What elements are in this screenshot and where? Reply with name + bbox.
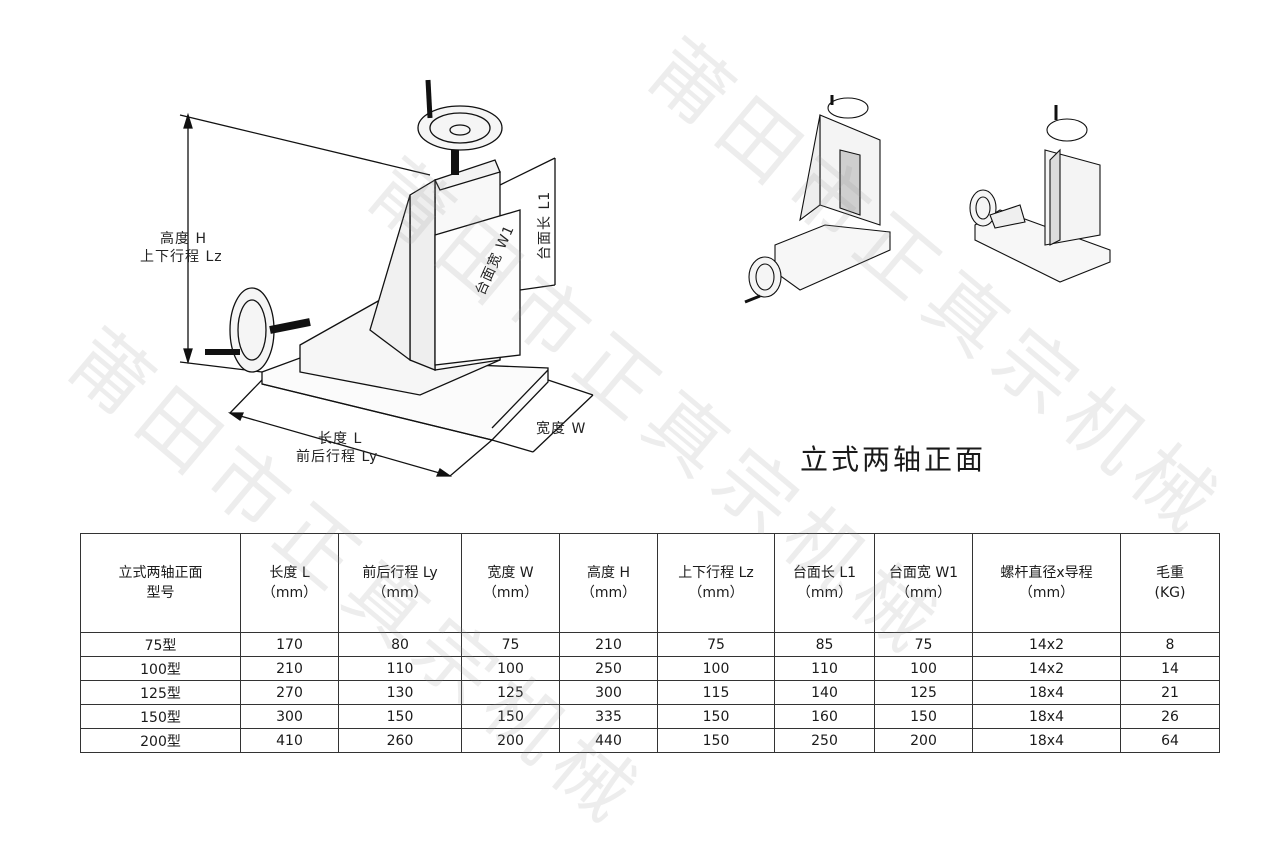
cell: 200 <box>874 728 973 753</box>
header-table-length: 台面长 L1（mm） <box>774 533 875 633</box>
cell: 160 <box>774 704 875 729</box>
cell-model: 150型 <box>80 704 241 729</box>
cell: 150 <box>461 704 560 729</box>
cell: 125 <box>461 680 560 705</box>
cell: 260 <box>338 728 462 753</box>
header-width: 宽度 W（mm） <box>461 533 560 633</box>
cell: 14x2 <box>972 632 1121 657</box>
header-screw: 螺杆直径x导程（mm） <box>972 533 1121 633</box>
header-height: 高度 H（mm） <box>559 533 658 633</box>
view-title: 立式两轴正面 <box>800 443 987 476</box>
cell: 75 <box>874 632 973 657</box>
width-w-label: 宽度 W <box>536 421 587 437</box>
cell: 115 <box>657 680 775 705</box>
cell: 200 <box>461 728 560 753</box>
cell: 150 <box>657 728 775 753</box>
header-length: 长度 L（mm） <box>240 533 339 633</box>
cell: 300 <box>559 680 658 705</box>
cell: 64 <box>1120 728 1220 753</box>
header-weight: 毛重(KG) <box>1120 533 1220 633</box>
cell: 130 <box>338 680 462 705</box>
cell: 80 <box>338 632 462 657</box>
cell: 170 <box>240 632 339 657</box>
cell: 270 <box>240 680 339 705</box>
cell: 335 <box>559 704 658 729</box>
cell-model: 125型 <box>80 680 241 705</box>
cell: 18x4 <box>972 728 1121 753</box>
cell-model: 100型 <box>80 656 241 681</box>
stroke-ly-label: 前后行程 Ly <box>296 449 379 465</box>
cell: 250 <box>559 656 658 681</box>
height-h-label: 高度 H <box>160 231 207 247</box>
cell: 140 <box>774 680 875 705</box>
cell: 14 <box>1120 656 1220 681</box>
cell: 410 <box>240 728 339 753</box>
cell: 85 <box>774 632 875 657</box>
cell: 440 <box>559 728 658 753</box>
length-l-label: 长度 L <box>318 431 363 447</box>
cell: 150 <box>338 704 462 729</box>
cell: 150 <box>657 704 775 729</box>
cell: 75 <box>657 632 775 657</box>
cell: 250 <box>774 728 875 753</box>
cell: 14x2 <box>972 656 1121 681</box>
cell: 300 <box>240 704 339 729</box>
table-header-row: 立式两轴正面型号 长度 L（mm） 前后行程 Ly（mm） 宽度 W（mm） 高… <box>80 533 1220 633</box>
header-model: 立式两轴正面型号 <box>80 533 241 633</box>
cell: 18x4 <box>972 704 1121 729</box>
cell: 110 <box>338 656 462 681</box>
header-stroke-ly: 前后行程 Ly（mm） <box>338 533 462 633</box>
spec-table: 立式两轴正面型号 长度 L（mm） 前后行程 Ly（mm） 宽度 W（mm） 高… <box>80 533 1220 753</box>
cell: 150 <box>874 704 973 729</box>
cell: 26 <box>1120 704 1220 729</box>
cell-model: 75型 <box>80 632 241 657</box>
cell: 110 <box>774 656 875 681</box>
cell: 100 <box>874 656 973 681</box>
table-length-l1-label: 台面长 L1 <box>537 190 553 260</box>
cell: 18x4 <box>972 680 1121 705</box>
cell: 100 <box>461 656 560 681</box>
cell: 8 <box>1120 632 1220 657</box>
cell-model: 200型 <box>80 728 241 753</box>
header-table-width: 台面宽 W1（mm） <box>874 533 973 633</box>
cell: 125 <box>874 680 973 705</box>
cell: 100 <box>657 656 775 681</box>
cell: 75 <box>461 632 560 657</box>
stroke-lz-label: 上下行程 Lz <box>140 249 223 265</box>
header-stroke-lz: 上下行程 Lz（mm） <box>657 533 775 633</box>
cell: 210 <box>559 632 658 657</box>
technical-drawing <box>179 79 1111 477</box>
cell: 21 <box>1120 680 1220 705</box>
cell: 210 <box>240 656 339 681</box>
